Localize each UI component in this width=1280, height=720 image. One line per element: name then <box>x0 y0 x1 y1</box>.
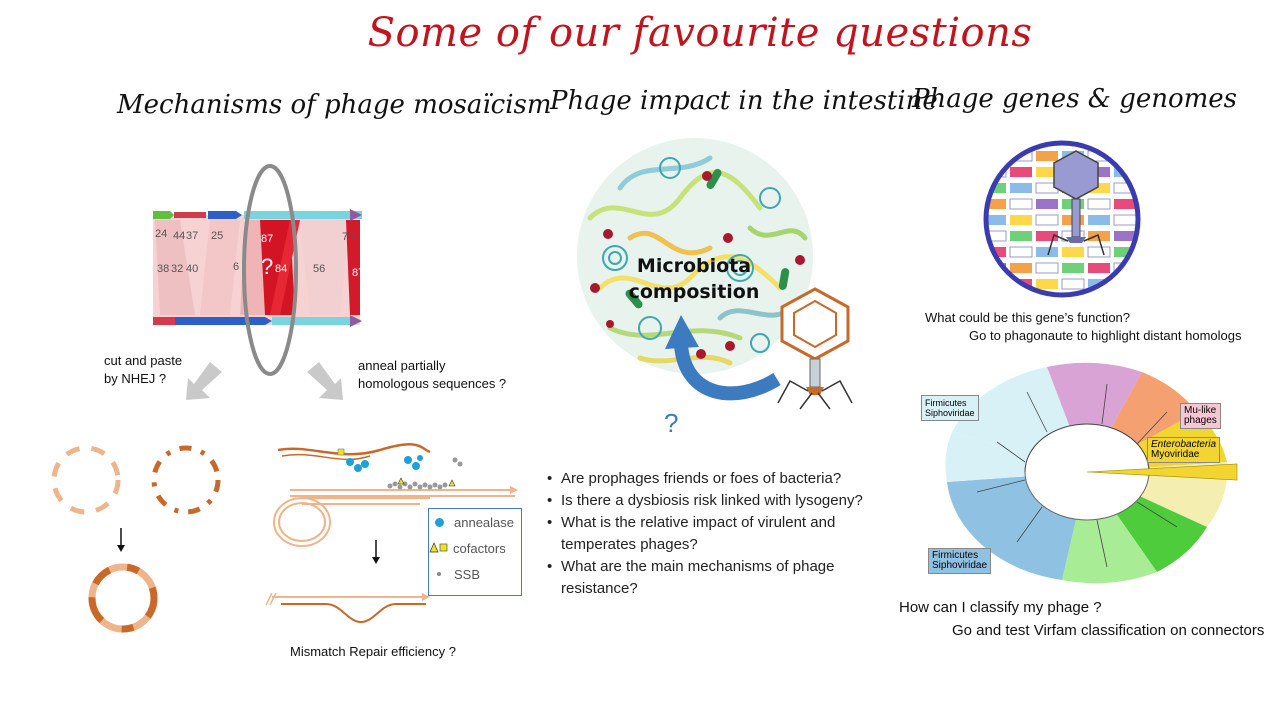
enterobacteria-tag: Enterobacteria Myoviridae <box>1147 437 1221 463</box>
intestine-question-1: Are prophages friends or foes of bacteri… <box>547 468 877 490</box>
ssb-icon <box>437 572 441 576</box>
mosaicism-question-mark: ? <box>261 254 274 279</box>
broken-dna-circle-dark <box>151 445 221 515</box>
firmicutes-bottom-tag: Firmicutes Siphoviridae <box>928 548 992 574</box>
virfam-action: Go and test Virfam classification on con… <box>952 622 1265 639</box>
number-87-mid: 87 <box>352 267 365 279</box>
number-56: 56 <box>313 263 326 275</box>
nhej-label: cut and paste by NHEJ ? <box>104 352 182 388</box>
recombined-dna-circle <box>88 563 158 633</box>
down-arrow-small <box>117 528 125 552</box>
enterobacteria-line2: Myoviridae <box>1151 449 1200 460</box>
legend-ssb-label: SSB <box>454 566 481 582</box>
legend-box: annealase cofactors SSB <box>428 508 522 596</box>
left-column-title: Mechanisms of phage mosaïcism <box>117 90 552 120</box>
number-40: 40 <box>186 263 199 275</box>
legend-annealase-row: annealase <box>429 509 521 535</box>
number-44: 44 <box>173 230 186 242</box>
mu-like-line2: phages <box>1184 415 1217 426</box>
arrow-right-down <box>307 362 343 400</box>
nhej-label-line1: cut and paste <box>104 353 183 368</box>
firmicutes-top-line2: Siphoviridae <box>925 408 975 418</box>
enterobacteria-line1: Enterobacteria <box>1151 439 1217 450</box>
number-32: 32 <box>171 263 184 275</box>
genome-alignment-figure <box>153 209 362 327</box>
number-38: 38 <box>157 263 170 275</box>
gene-map-circle <box>983 140 1141 298</box>
anneal-label: anneal partially homologous sequences ? <box>358 357 506 393</box>
microbiota-label: Microbiota composition <box>610 253 778 305</box>
legend-cofactors-row: cofactors <box>429 535 521 561</box>
gene-function-question: What could be this gene’s function? <box>925 310 1131 325</box>
middle-column-title: Phage impact in the intestine <box>550 86 938 116</box>
middle-question-mark: ? <box>664 408 679 438</box>
firmicutes-top-tag: Firmicutes Siphoviridae <box>921 395 979 421</box>
microbiota-illustration <box>577 138 813 374</box>
mu-like-line1: Mu-like <box>1184 405 1217 416</box>
phylogenetic-tree <box>945 362 1238 584</box>
phage-icon-small <box>1047 150 1105 256</box>
number-75: 75 <box>342 231 355 243</box>
firmicutes-bottom-line2: Siphoviridae <box>932 560 988 571</box>
phage-icon-large <box>777 287 853 410</box>
intestine-question-4: What are the main mechanisms of phage re… <box>547 556 877 600</box>
legend-cofactors-label: cofactors <box>453 540 506 556</box>
anneal-label-line1: anneal partially <box>358 358 446 373</box>
number-84: 84 <box>275 263 288 275</box>
nhej-label-line2: by NHEJ ? <box>104 371 167 386</box>
intestine-questions-list: Are prophages friends or foes of bacteri… <box>547 468 877 600</box>
number-87-top: 87 <box>261 233 274 245</box>
main-title: Some of our favourite questions <box>367 10 1033 56</box>
phagonaute-action: Go to phagonaute to highlight distant ho… <box>969 328 1242 343</box>
microbiota-label-line1: Microbiota <box>636 255 752 277</box>
annealing-diagram <box>273 443 518 547</box>
intestine-question-2: Is there a dysbiosis risk linked with ly… <box>547 490 877 512</box>
feedback-arrow <box>665 315 781 401</box>
mismatch-label: Mismatch Repair efficiency ? <box>290 644 456 659</box>
cofactor-icons <box>429 542 448 553</box>
anneal-label-line2: homologous sequences ? <box>358 376 507 391</box>
classify-question: How can I classify my phage ? <box>899 599 1102 616</box>
microbiota-label-line2: composition <box>628 281 760 303</box>
firmicutes-bottom-line1: Firmicutes <box>932 550 979 561</box>
down-arrow-anneal <box>372 540 380 564</box>
firmicutes-top-line1: Firmicutes <box>925 398 967 408</box>
highlight-ellipse <box>242 164 298 376</box>
intestine-question-3: What is the relative impact of virulent … <box>547 512 877 556</box>
number-25: 25 <box>211 230 224 242</box>
arrow-left-down <box>186 362 222 400</box>
mu-like-tag: Mu-like phages <box>1180 403 1221 429</box>
broken-dna-circle-light <box>51 445 121 515</box>
number-24: 24 <box>155 228 168 240</box>
number-37: 37 <box>186 230 199 242</box>
mismatch-diagram <box>266 592 430 624</box>
annealase-icon <box>435 517 444 527</box>
legend-ssb-row: SSB <box>429 561 521 587</box>
right-column-title: Phage genes & genomes <box>912 84 1238 114</box>
legend-annealase-label: annealase <box>454 514 514 530</box>
number-6: 6 <box>233 261 240 273</box>
